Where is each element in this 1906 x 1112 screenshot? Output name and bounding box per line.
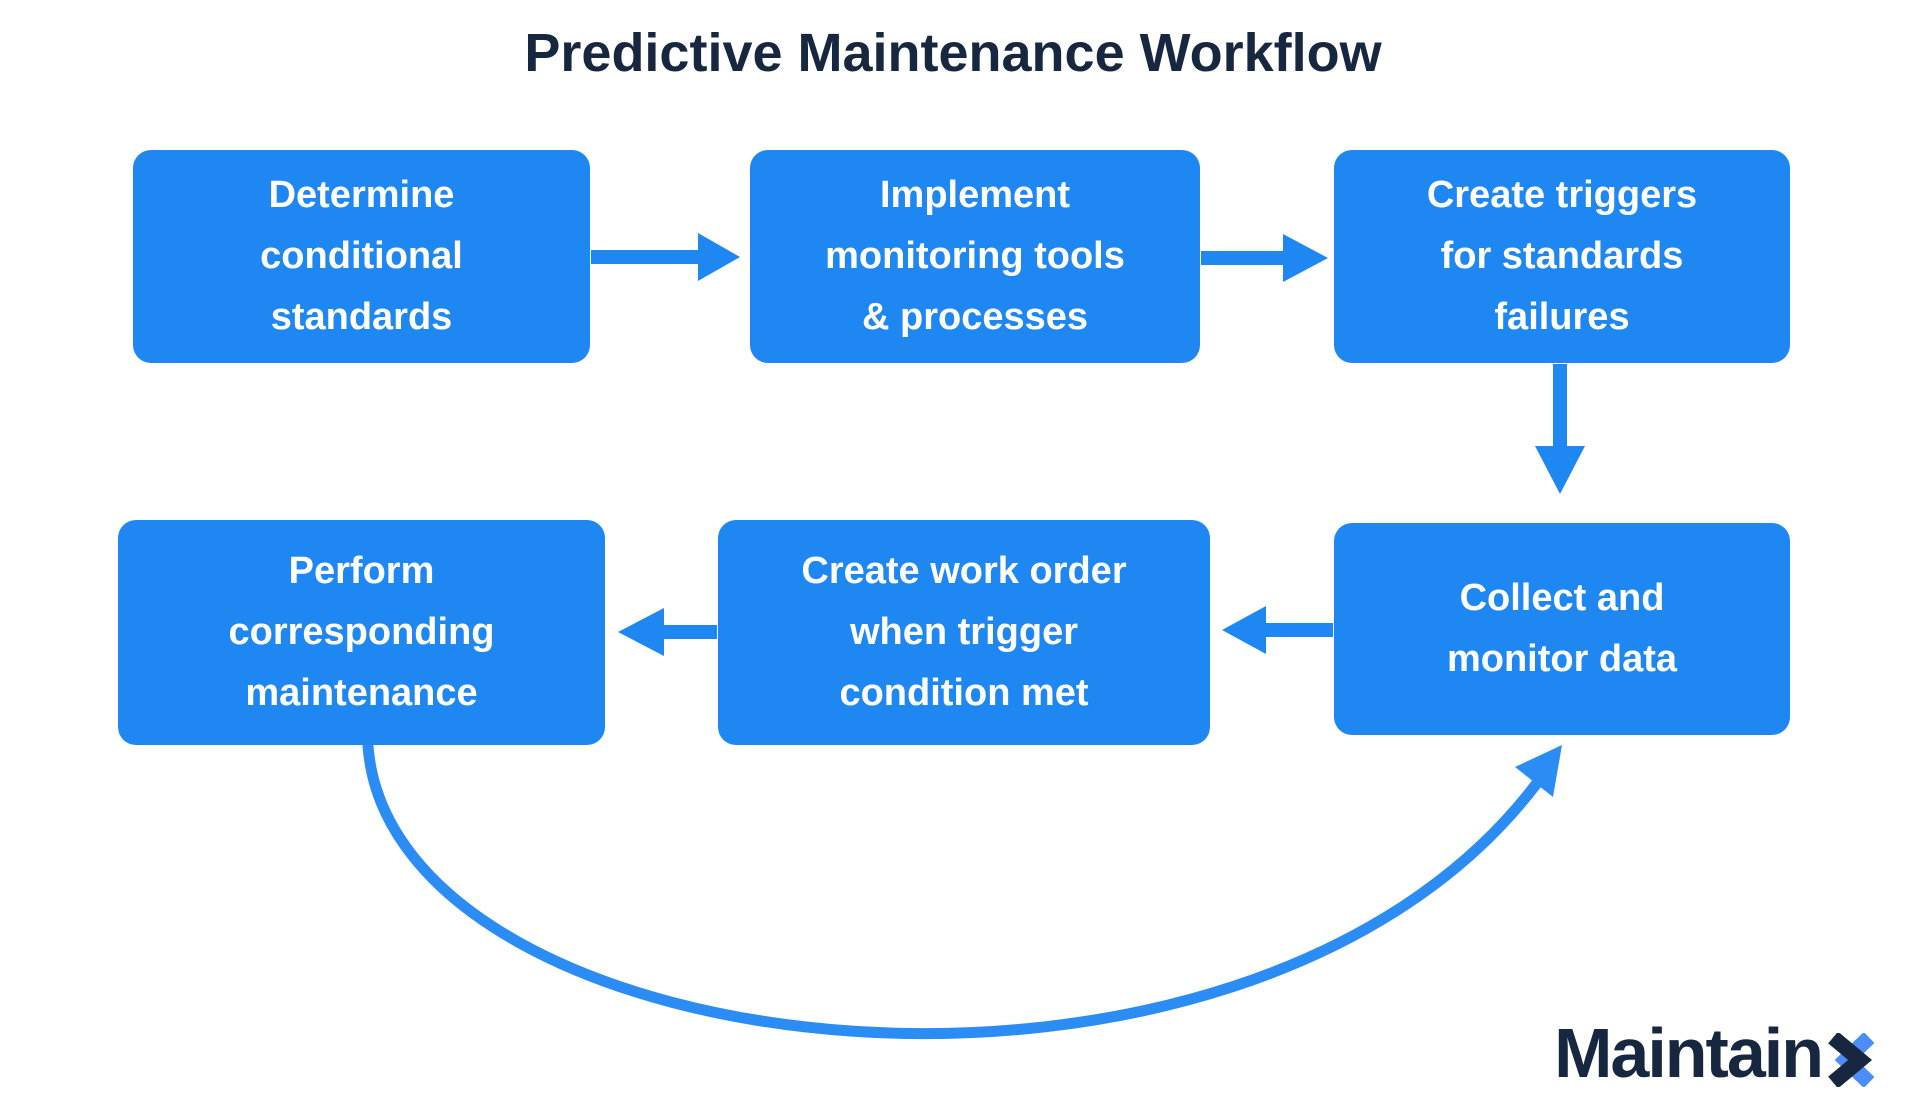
maintainx-logo-x-icon — [1828, 1033, 1875, 1087]
flow-box-implement-monitoring-tools: Implement monitoring tools & processes — [750, 150, 1200, 363]
arrow-collect-to-workorder — [1222, 606, 1333, 654]
flow-box-determine-conditional-standards: Determine conditional standards — [133, 150, 590, 363]
arrow-determine-to-implement — [591, 233, 740, 281]
flow-box-collect-monitor-data: Collect and monitor data — [1334, 523, 1790, 735]
page-title: Predictive Maintenance Workflow — [524, 23, 1382, 83]
flow-box-perform-maintenance: Perform corresponding maintenance — [118, 520, 605, 745]
maintainx-logo-wordmark: Maintain — [1554, 1014, 1824, 1092]
arrow-triggers-to-collect — [1535, 364, 1585, 494]
flow-box-create-triggers: Create triggers for standards failures — [1334, 150, 1790, 363]
flow-box-create-work-order: Create work order when trigger condition… — [718, 520, 1210, 745]
arrow-workorder-to-perform — [618, 608, 717, 656]
maintainx-logo: Maintain — [1554, 1018, 1880, 1088]
arrow-perform-to-collect-curved — [362, 740, 1562, 1039]
arrow-implement-to-triggers — [1201, 234, 1328, 282]
